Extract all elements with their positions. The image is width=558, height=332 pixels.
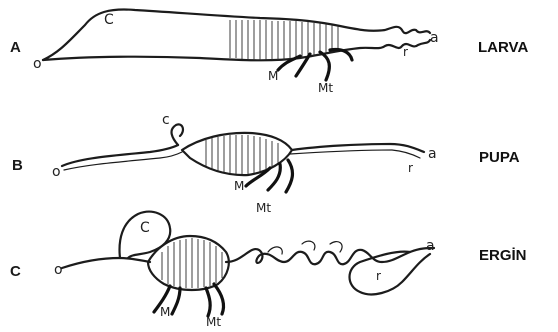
stage-label-adult: ERGİN	[479, 247, 527, 264]
adult-rectal-sac	[350, 252, 431, 295]
pupa-malpighian-tubules	[246, 160, 292, 192]
stage-label-pupa: PUPA	[479, 149, 520, 166]
label-malpighian-b: Mt	[256, 201, 271, 215]
label-anus-a: a	[430, 30, 439, 46]
label-crop-a: C	[104, 12, 114, 28]
adult-coiled-intestine	[226, 248, 434, 264]
pupa-hindgut-lower	[290, 150, 420, 158]
pupa-midgut	[182, 133, 292, 175]
label-oesophagus-c: o	[54, 262, 63, 278]
label-oesophagus-a: o	[33, 56, 42, 72]
label-malpighian-c: Mt	[206, 315, 221, 329]
row-letter-c: C	[10, 263, 21, 280]
adult-foregut	[62, 258, 150, 268]
label-oesophagus-b: o	[52, 164, 61, 180]
larva-diagram: A o C M Mt r a LARVA	[10, 10, 528, 95]
adult-diagram: C o C M Mt r a ERGİN	[10, 212, 527, 329]
label-malpighian-a: Mt	[318, 81, 333, 95]
label-rectum-b: r	[408, 161, 413, 175]
label-midgut-c: M	[160, 305, 170, 319]
adult-midgut-hatching	[162, 238, 222, 288]
stage-label-larva: LARVA	[478, 39, 528, 56]
larva-gut-lower-outline	[43, 40, 430, 60]
row-letter-b: B	[12, 157, 23, 174]
larva-crop-outline	[43, 10, 430, 60]
pupa-diagram: B o c M Mt r a PUPA	[12, 112, 520, 215]
pupa-foregut	[62, 145, 178, 166]
larva-malpighian-tubules	[278, 49, 352, 80]
label-anus-c: a	[426, 238, 435, 254]
label-midgut-b: M	[234, 179, 244, 193]
label-crop-b: c	[162, 112, 170, 128]
label-crop-c: C	[140, 220, 150, 236]
label-anus-b: a	[428, 146, 437, 162]
pupa-crop	[172, 124, 183, 145]
pupa-midgut-hatching	[206, 135, 278, 174]
adult-midgut	[148, 236, 229, 290]
row-letter-a: A	[10, 39, 21, 56]
label-rectum-c: r	[376, 269, 381, 283]
label-rectum-a: r	[403, 45, 408, 59]
label-midgut-a: M	[268, 69, 278, 83]
